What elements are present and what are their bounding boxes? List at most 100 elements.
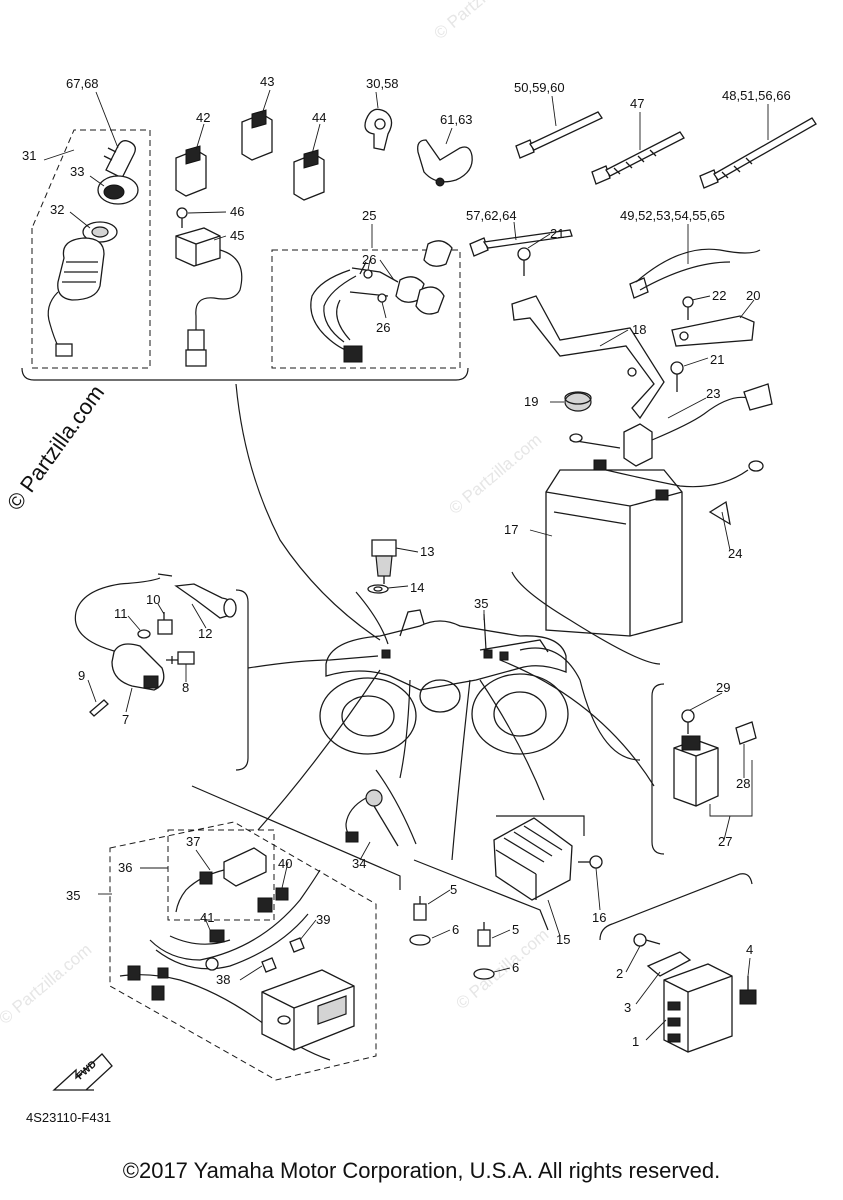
harness-bracket bbox=[191, 785, 401, 890]
starter-relay bbox=[673, 735, 719, 807]
callout-57-62-64: 57,62,64 bbox=[466, 208, 517, 223]
sw34-bracket bbox=[375, 769, 417, 845]
callout-17: 17 bbox=[504, 522, 518, 537]
callout-9: 9 bbox=[78, 668, 85, 683]
callout-26-upper: 26 bbox=[362, 252, 376, 267]
callout-13: 13 bbox=[420, 544, 434, 559]
screw-5b bbox=[477, 922, 491, 947]
callout-12: 12 bbox=[198, 626, 212, 641]
callout-49-52-53-54-55-65: 49,52,53,54,55,65 bbox=[620, 208, 725, 223]
callout-41: 41 bbox=[200, 910, 214, 925]
callout-3: 3 bbox=[624, 1000, 631, 1015]
screw-16 bbox=[578, 855, 603, 869]
callout-6-right: 6 bbox=[512, 960, 519, 975]
callout-50-59-60: 50,59,60 bbox=[514, 80, 565, 95]
fuse-holder-20 bbox=[671, 315, 755, 347]
callout-18: 18 bbox=[632, 322, 646, 337]
callout-42: 42 bbox=[196, 110, 210, 125]
callout-27: 27 bbox=[718, 834, 732, 849]
screw-29 bbox=[681, 709, 695, 734]
callout-24: 24 bbox=[728, 546, 742, 561]
callout-32: 32 bbox=[50, 202, 64, 217]
callout-23: 23 bbox=[706, 386, 720, 401]
callout-21-lower: 21 bbox=[710, 352, 724, 367]
washer-11 bbox=[137, 629, 151, 639]
watermark-lower-mid: © Partzilla.com bbox=[452, 925, 552, 1013]
callout-14: 14 bbox=[410, 580, 424, 595]
harness-subgroup-36-outline bbox=[167, 829, 275, 921]
leader-harness bbox=[257, 669, 381, 831]
switch-knob bbox=[97, 175, 139, 205]
relay-45 bbox=[175, 227, 243, 367]
washer-6b bbox=[473, 968, 495, 980]
screw-2 bbox=[633, 933, 661, 947]
clamp-30 bbox=[364, 108, 393, 151]
rectifier-bracket bbox=[496, 815, 585, 836]
screw-5a bbox=[413, 896, 427, 921]
clamp-61 bbox=[417, 139, 473, 187]
callout-67-68: 67,68 bbox=[66, 76, 99, 91]
battery-group-bracket bbox=[511, 571, 661, 665]
collar-9 bbox=[89, 699, 109, 717]
sub-harness bbox=[310, 240, 453, 363]
callout-2: 2 bbox=[616, 966, 623, 981]
callout-40: 40 bbox=[278, 856, 292, 871]
atv-outline bbox=[319, 609, 569, 755]
washer-6a bbox=[409, 934, 431, 946]
cable-tie-47 bbox=[591, 131, 685, 185]
watermark-lower-left: © Partzilla.com bbox=[0, 940, 95, 1028]
neutral-switch bbox=[345, 789, 399, 847]
callout-6-left: 6 bbox=[452, 922, 459, 937]
callout-44: 44 bbox=[312, 110, 326, 125]
fuse-39 bbox=[289, 937, 305, 953]
main-switch-body bbox=[47, 237, 105, 357]
callout-26-lower: 26 bbox=[376, 320, 390, 335]
callout-22: 22 bbox=[712, 288, 726, 303]
battery-bracket bbox=[511, 295, 665, 420]
callout-leaders bbox=[43, 89, 769, 1041]
starter-group-bracket bbox=[651, 683, 665, 855]
copyright-notice: ©2017 Yamaha Motor Corporation, U.S.A. A… bbox=[122, 1158, 721, 1183]
connector-42 bbox=[175, 145, 207, 197]
screw-22 bbox=[682, 296, 694, 320]
callout-35-atv: 35 bbox=[474, 596, 488, 611]
callout-16: 16 bbox=[592, 910, 606, 925]
cable-tie-49 bbox=[629, 248, 761, 299]
fuse-38 bbox=[261, 957, 277, 973]
leader-5 bbox=[451, 679, 471, 861]
callout-48-51-56-66: 48,51,56,66 bbox=[722, 88, 791, 103]
starter-group-leader bbox=[709, 760, 753, 817]
callout-47: 47 bbox=[630, 96, 644, 111]
callout-5-left: 5 bbox=[450, 882, 457, 897]
battery bbox=[545, 459, 683, 637]
plug-cap bbox=[174, 583, 237, 619]
marker-b bbox=[483, 649, 493, 659]
callout-36: 36 bbox=[118, 860, 132, 875]
leader-thermo bbox=[355, 591, 389, 645]
callout-34: 34 bbox=[352, 856, 366, 871]
callout-61-63: 61,63 bbox=[440, 112, 473, 127]
harness-group-outline bbox=[109, 821, 377, 1081]
screw-10 bbox=[157, 612, 173, 635]
leader-relay bbox=[499, 659, 655, 787]
leader-top-group bbox=[235, 383, 381, 641]
ignition-coil bbox=[74, 573, 173, 691]
screws-bracket bbox=[413, 859, 549, 931]
coil-group-bracket bbox=[235, 589, 249, 771]
key bbox=[103, 140, 136, 179]
connector-44 bbox=[293, 149, 325, 201]
callout-8: 8 bbox=[182, 680, 189, 695]
callout-45: 45 bbox=[230, 228, 244, 243]
fwd-arrow-icon: FWD bbox=[52, 1053, 113, 1091]
callout-20: 20 bbox=[746, 288, 760, 303]
thermo-switch bbox=[367, 539, 397, 594]
diagram-code: 4S23110-F431 bbox=[26, 1110, 111, 1125]
callout-33: 33 bbox=[70, 164, 84, 179]
callout-5-right: 5 bbox=[512, 922, 519, 937]
bracket-3 bbox=[646, 951, 692, 977]
callout-43: 43 bbox=[260, 74, 274, 89]
rectifier-regulator bbox=[493, 817, 573, 901]
callout-29: 29 bbox=[716, 680, 730, 695]
watermark-center: © Partzilla.com bbox=[445, 430, 545, 518]
